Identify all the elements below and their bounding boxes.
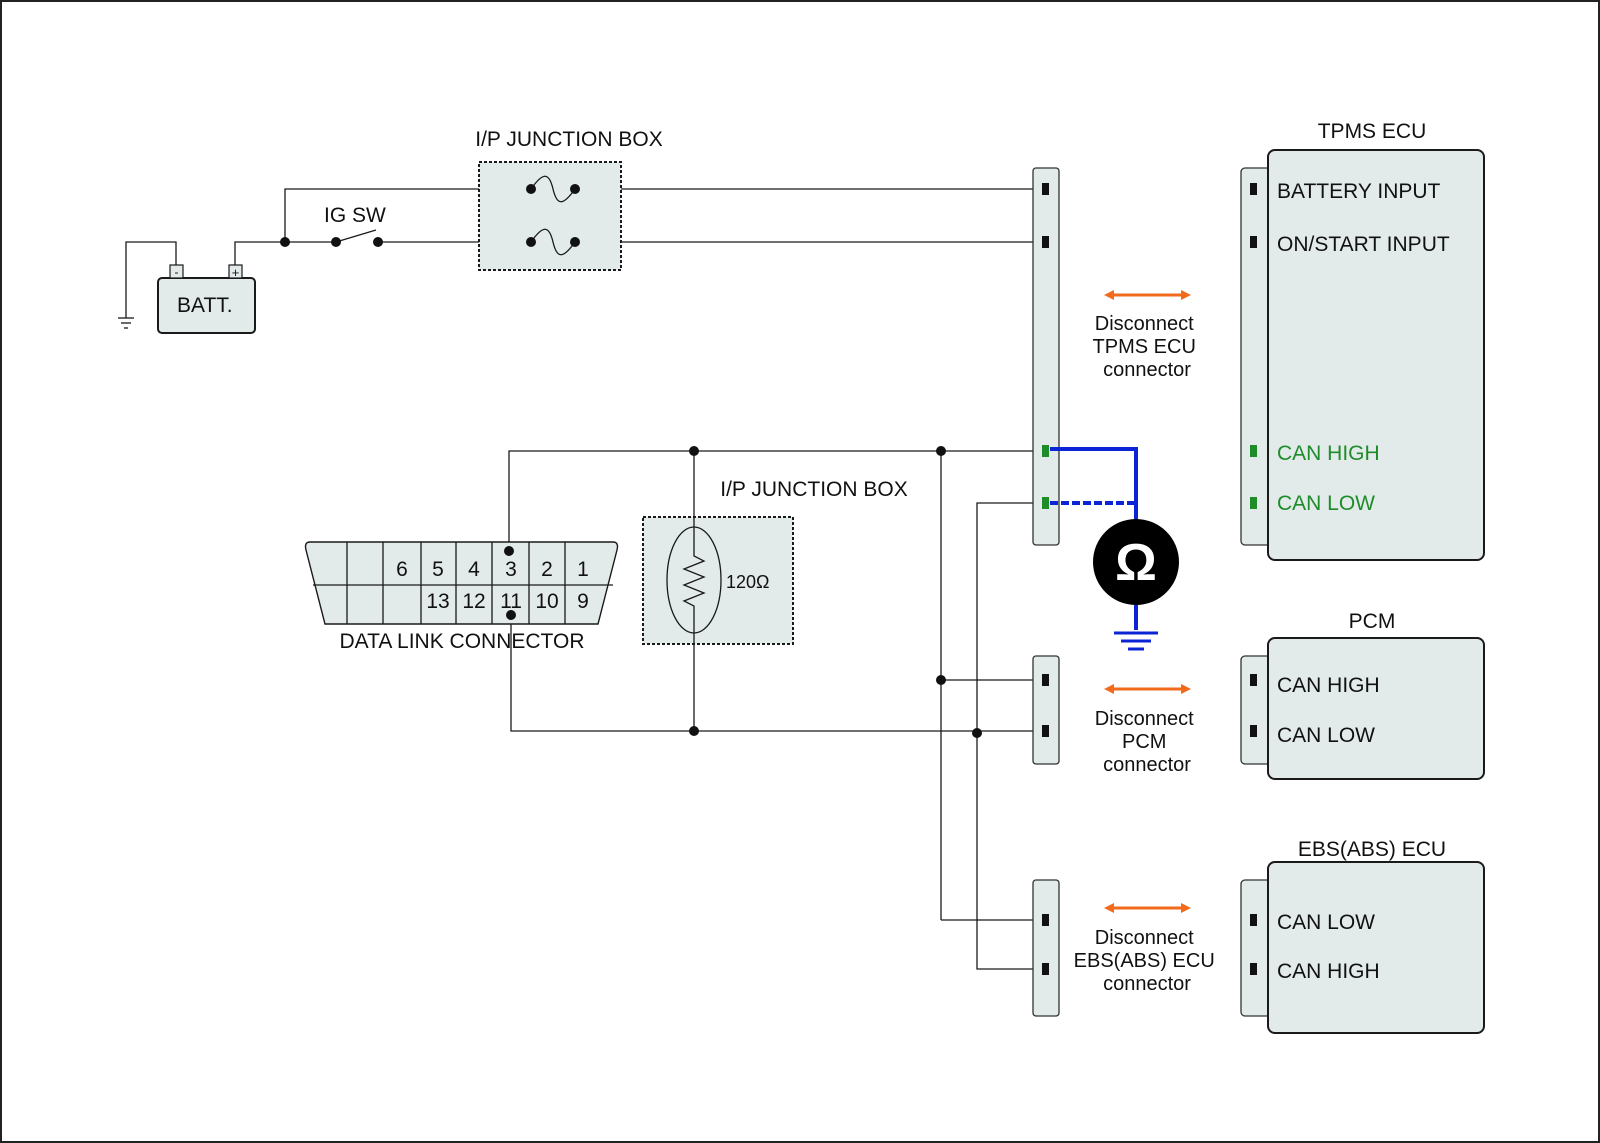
tpms-ecu-title: TPMS ECU <box>1318 120 1427 143</box>
pcm-disconnect-note: Disconnect PCM connector <box>1095 708 1200 776</box>
pcm-pin-can-low: CAN LOW <box>1277 724 1375 747</box>
ebs-ecu-connector <box>1240 879 1272 1017</box>
ebs-pin-can-high: CAN HIGH <box>1277 960 1380 983</box>
data-link-connector: 6 5 4 3 2 1 13 12 11 10 9 <box>304 541 619 625</box>
pcm-pin-can-high: CAN HIGH <box>1277 674 1380 697</box>
tpms-pin-battery-input: BATTERY INPUT <box>1277 180 1441 203</box>
harness-terminals <box>1042 183 1049 975</box>
ohmmeter-ground-icon <box>1114 631 1158 651</box>
junction-box-top <box>478 161 622 271</box>
battery-pos-terminal <box>228 264 243 279</box>
tpms-pin-on-start-input: ON/START INPUT <box>1277 233 1450 256</box>
ohmmeter-icon <box>1093 519 1179 605</box>
tpms-ecu-connector <box>1240 167 1272 546</box>
pcm <box>1240 637 1485 780</box>
dlc-pin-4: 4 <box>468 558 480 581</box>
ebs-pin-can-low: CAN LOW <box>1277 911 1375 934</box>
dlc-pin-10: 10 <box>535 590 558 613</box>
junction-box-mid-label: I/P JUNCTION BOX <box>720 478 907 501</box>
tpms-ecu <box>1240 149 1485 561</box>
dlc-pin-1: 1 <box>577 558 589 581</box>
pcm-harness-connector <box>1032 655 1060 765</box>
dlc-pin-6: 6 <box>396 558 408 581</box>
ebs-disconnect-note: Disconnect EBS(ABS) ECU connector <box>1074 927 1221 995</box>
pcm-connector <box>1240 655 1272 765</box>
fuse-ignition <box>526 228 580 256</box>
disconnect-arrows <box>1104 290 1191 913</box>
dlc-pin-2: 2 <box>541 558 553 581</box>
tpms-ecu-body <box>1267 149 1485 561</box>
junction-box-mid <box>642 516 794 645</box>
dlc-pin-9: 9 <box>577 590 589 613</box>
pcm-title: PCM <box>1349 610 1396 633</box>
ebs-harness-connector <box>1032 879 1060 1017</box>
ignition-switch-label: IG SW <box>324 204 386 227</box>
tpms-harness-connector <box>1032 167 1060 546</box>
battery: - + BATT. <box>157 264 256 334</box>
tpms-pin-can-high: CAN HIGH <box>1277 442 1380 465</box>
battery-pos-sign: + <box>232 265 240 280</box>
dlc-pin-11: 11 <box>500 590 522 613</box>
battery-neg-terminal <box>169 264 184 279</box>
ohmmeter-symbol: Ω <box>1115 534 1157 592</box>
dlc-pin-5: 5 <box>432 558 444 581</box>
dlc-pin-3: 3 <box>505 558 517 581</box>
ebs-ecu-body <box>1267 861 1485 1034</box>
battery-neg-sign: - <box>175 265 179 279</box>
can-junction-dots <box>689 446 982 738</box>
dlc-label: DATA LINK CONNECTOR <box>339 630 584 653</box>
power-junction-dots <box>280 237 383 247</box>
tpms-pin-can-low: CAN LOW <box>1277 492 1375 515</box>
ebs-ecu-title: EBS(ABS) ECU <box>1298 838 1446 861</box>
dlc-pin-12: 12 <box>462 590 485 613</box>
ebs-ecu <box>1240 861 1485 1034</box>
ohmmeter-probe-wires <box>1050 447 1138 630</box>
fuse-battery <box>526 175 580 203</box>
junction-box-top-label: I/P JUNCTION BOX <box>475 128 662 151</box>
pcm-body <box>1267 637 1485 780</box>
resistor-symbol <box>682 552 706 610</box>
battery-label: BATT. <box>177 294 233 317</box>
resistor-value: 120Ω <box>726 572 770 592</box>
dlc-pin-13: 13 <box>426 590 449 613</box>
tpms-disconnect-note: Disconnect TPMS ECU connector <box>1093 313 1202 381</box>
ground-symbol-battery <box>118 317 134 329</box>
